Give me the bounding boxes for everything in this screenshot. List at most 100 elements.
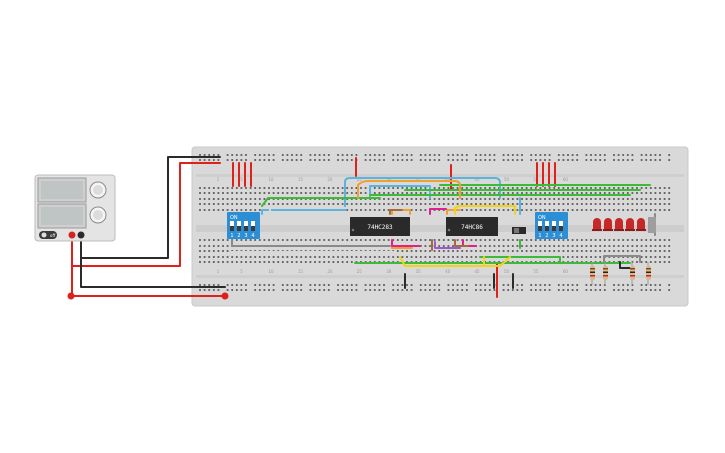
hole[interactable] xyxy=(456,250,459,252)
hole[interactable] xyxy=(636,198,638,200)
hole[interactable] xyxy=(226,256,229,258)
hole[interactable] xyxy=(599,245,602,247)
hole[interactable] xyxy=(235,192,238,194)
hole[interactable] xyxy=(258,159,261,161)
hole[interactable] xyxy=(438,198,441,200)
hole[interactable] xyxy=(562,192,565,194)
hole[interactable] xyxy=(470,256,473,258)
hole[interactable] xyxy=(663,261,666,263)
blue-wire[interactable] xyxy=(261,197,346,215)
hole[interactable] xyxy=(231,256,234,258)
hole[interactable] xyxy=(263,187,266,189)
hole[interactable] xyxy=(622,239,625,241)
hole[interactable] xyxy=(511,289,514,291)
hole[interactable] xyxy=(631,203,634,205)
hole[interactable] xyxy=(350,289,353,291)
hole[interactable] xyxy=(383,192,385,194)
hole[interactable] xyxy=(562,239,565,241)
hole[interactable] xyxy=(475,289,477,291)
hole[interactable] xyxy=(369,239,372,241)
hole[interactable] xyxy=(622,154,625,156)
hole[interactable] xyxy=(631,289,634,291)
hole[interactable] xyxy=(277,239,280,241)
hole[interactable] xyxy=(525,203,528,205)
hole[interactable] xyxy=(571,284,574,286)
hole[interactable] xyxy=(199,245,201,247)
hole[interactable] xyxy=(557,239,560,241)
hole[interactable] xyxy=(507,289,510,291)
hole[interactable] xyxy=(663,245,666,247)
hole[interactable] xyxy=(240,192,243,194)
hole[interactable] xyxy=(447,256,450,258)
hole[interactable] xyxy=(272,192,275,194)
hole[interactable] xyxy=(327,154,330,156)
hole[interactable] xyxy=(488,284,491,286)
hole[interactable] xyxy=(373,289,376,291)
hole[interactable] xyxy=(603,209,606,211)
hole[interactable] xyxy=(360,187,362,189)
hole[interactable] xyxy=(369,289,372,291)
hole[interactable] xyxy=(534,203,537,205)
hole[interactable] xyxy=(212,154,215,156)
hole[interactable] xyxy=(465,187,468,189)
hole[interactable] xyxy=(488,198,491,200)
hole[interactable] xyxy=(355,284,358,286)
hole[interactable] xyxy=(613,239,615,241)
hole[interactable] xyxy=(309,187,312,189)
hole[interactable] xyxy=(240,154,243,156)
hole[interactable] xyxy=(530,154,533,156)
hole[interactable] xyxy=(548,154,551,156)
hole[interactable] xyxy=(640,289,643,291)
hole[interactable] xyxy=(452,203,454,205)
hole[interactable] xyxy=(580,187,583,189)
orange-wire[interactable] xyxy=(357,180,461,199)
hole[interactable] xyxy=(530,187,533,189)
hole[interactable] xyxy=(452,284,454,286)
hole[interactable] xyxy=(442,256,445,258)
hole[interactable] xyxy=(364,256,367,258)
hole[interactable] xyxy=(502,209,505,211)
hole[interactable] xyxy=(360,209,362,211)
hole[interactable] xyxy=(475,250,477,252)
hole[interactable] xyxy=(341,261,344,263)
hole[interactable] xyxy=(488,250,491,252)
hole[interactable] xyxy=(309,154,312,156)
hole[interactable] xyxy=(571,187,574,189)
hole[interactable] xyxy=(539,289,542,291)
hole[interactable] xyxy=(539,284,542,286)
hole[interactable] xyxy=(548,239,551,241)
hole[interactable] xyxy=(291,239,293,241)
hole[interactable] xyxy=(286,203,289,205)
hole[interactable] xyxy=(567,250,569,252)
hole[interactable] xyxy=(433,192,436,194)
hole[interactable] xyxy=(341,289,344,291)
hole[interactable] xyxy=(203,289,206,291)
hole[interactable] xyxy=(521,198,523,200)
hole[interactable] xyxy=(396,239,399,241)
hole[interactable] xyxy=(240,187,243,189)
hole[interactable] xyxy=(419,187,422,189)
hole[interactable] xyxy=(580,239,583,241)
hole[interactable] xyxy=(378,289,381,291)
hole[interactable] xyxy=(208,284,211,286)
hole[interactable] xyxy=(291,203,293,205)
hole[interactable] xyxy=(254,289,257,291)
hole[interactable] xyxy=(502,245,505,247)
hole[interactable] xyxy=(622,198,625,200)
hole[interactable] xyxy=(465,198,468,200)
hole[interactable] xyxy=(217,198,220,200)
hole[interactable] xyxy=(314,154,316,156)
hole[interactable] xyxy=(332,256,335,258)
hole[interactable] xyxy=(392,154,395,156)
hole[interactable] xyxy=(226,154,229,156)
hole[interactable] xyxy=(396,250,399,252)
hole[interactable] xyxy=(350,284,353,286)
brown-wire[interactable] xyxy=(454,239,469,247)
hole[interactable] xyxy=(350,187,353,189)
hole[interactable] xyxy=(254,159,257,161)
hole[interactable] xyxy=(447,284,450,286)
hole[interactable] xyxy=(567,192,569,194)
hole[interactable] xyxy=(640,209,643,211)
hole[interactable] xyxy=(245,261,247,263)
